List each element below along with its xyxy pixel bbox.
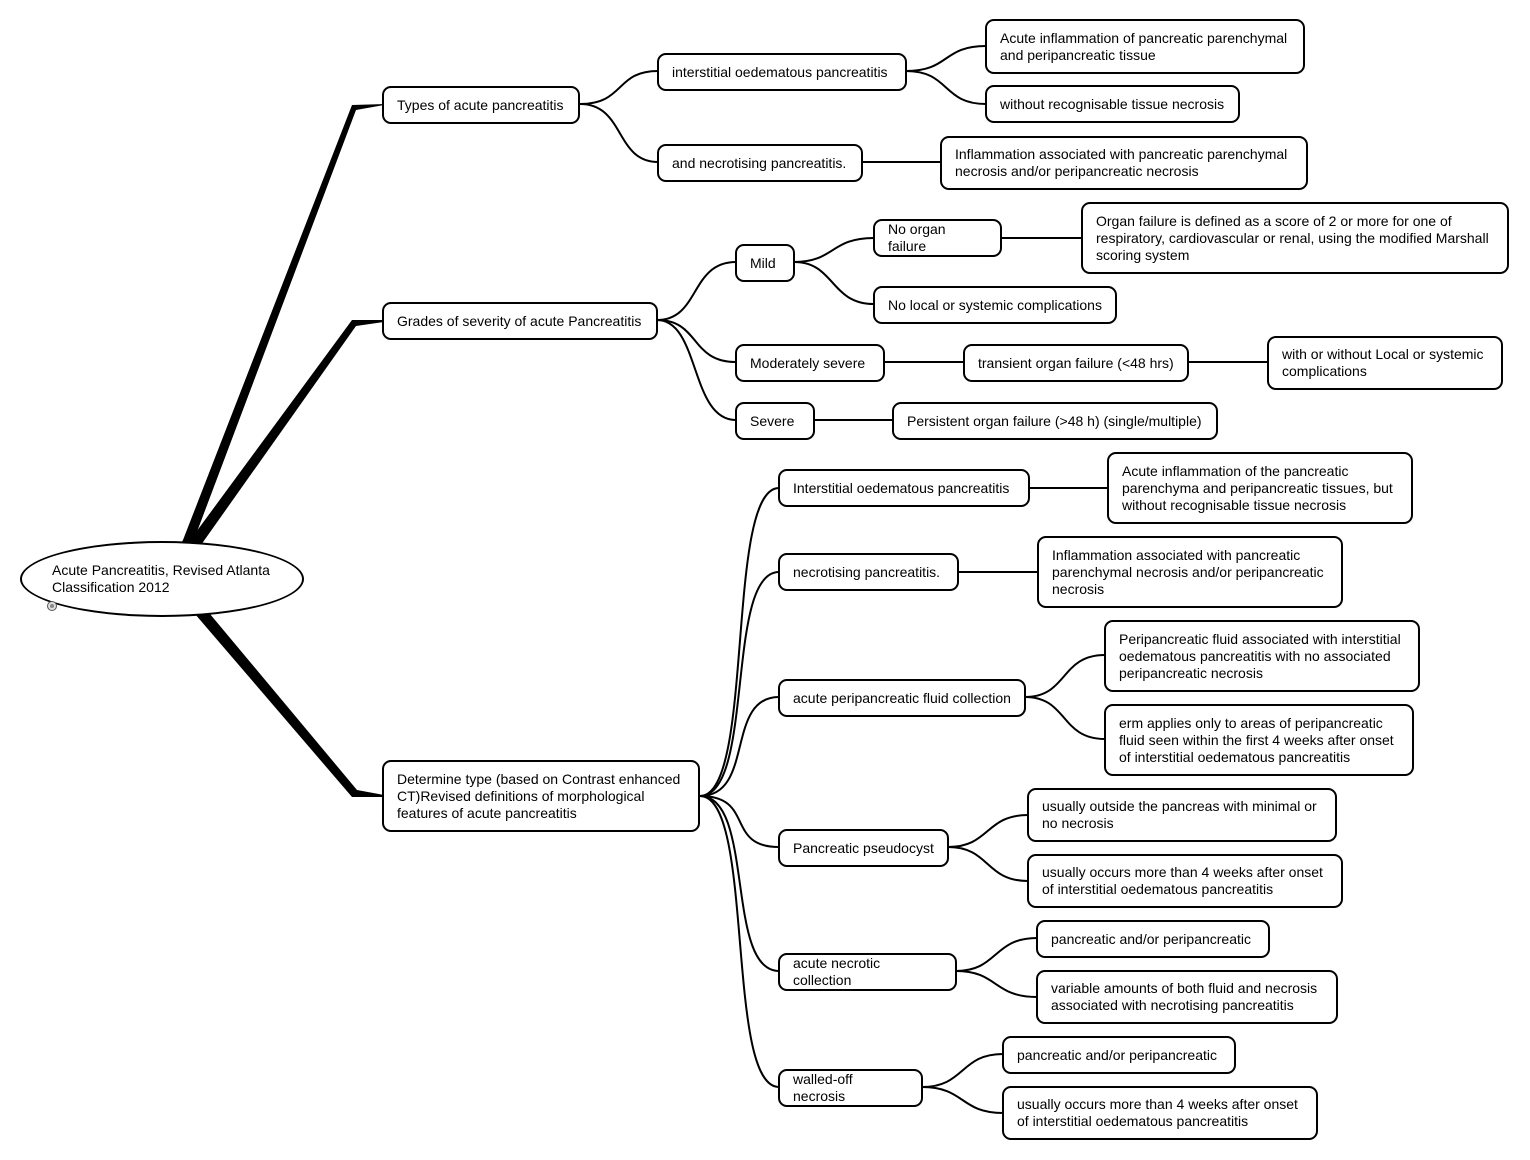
node-interstitial-desc2-text: without recognisable tissue necrosis [1000, 95, 1225, 112]
branch-root-grades [180, 320, 384, 555]
node-moderate-complications-text: with or without Local or systemic compli… [1282, 346, 1484, 379]
node-apfc[interactable]: acute peripancreatic fluid collection [778, 679, 1026, 717]
node-severe[interactable]: Severe [735, 402, 815, 440]
node-types[interactable]: Types of acute pancreatitis [382, 86, 580, 124]
link-interstitial-desc1 [905, 45, 987, 72]
branch-root-determine [195, 614, 384, 797]
link-grades-severe [656, 319, 737, 421]
node-interstitial-desc2[interactable]: without recognisable tissue necrosis [985, 85, 1240, 123]
node-anc-label: acute necrotic collection [793, 955, 881, 988]
link-determine-necrotising [699, 571, 780, 797]
node-won-desc2[interactable]: usually occurs more than 4 weeks after o… [1002, 1086, 1318, 1140]
node-mild-label: Mild [750, 254, 776, 271]
node-necrotising-desc[interactable]: Inflammation associated with pancreatic … [940, 136, 1308, 190]
node-interstitial-desc1-text: Acute inflammation of pancreatic parench… [1000, 29, 1288, 63]
node-won-desc2-text: usually occurs more than 4 weeks after o… [1017, 1096, 1298, 1129]
node-moderately-severe-label: Moderately severe [750, 354, 866, 371]
node-necrotising-ct[interactable]: necrotising pancreatitis. [778, 553, 959, 591]
node-types-label: Types of acute pancreatitis [397, 96, 564, 113]
branch-root-types [178, 104, 384, 548]
node-necrotising-desc-text: Inflammation associated with pancreatic … [955, 146, 1288, 179]
node-apfc-desc2-text: erm applies only to areas of peripancrea… [1119, 714, 1394, 765]
node-pseudocyst-desc2-text: usually occurs more than 4 weeks after o… [1042, 864, 1323, 897]
node-anc-desc2[interactable]: variable amounts of both fluid and necro… [1036, 970, 1338, 1024]
link-determine-apfc [699, 696, 780, 797]
node-determine-label: Determine type (based on Contrast enhanc… [397, 770, 681, 821]
link-pseudocyst-desc2 [947, 846, 1029, 882]
node-won[interactable]: walled-off necrosis [778, 1069, 923, 1107]
node-necrotising-ct-label: necrotising pancreatitis. [793, 563, 941, 580]
node-anc[interactable]: acute necrotic collection [778, 953, 957, 991]
node-anc-desc1[interactable]: pancreatic and/or peripancreatic [1036, 920, 1270, 958]
node-determine-type[interactable]: Determine type (based on Contrast enhanc… [382, 760, 700, 832]
link-types-interstitial [579, 70, 659, 105]
node-interstitial-desc1[interactable]: Acute inflammation of pancreatic parench… [985, 19, 1305, 74]
link-determine-interstitial [699, 487, 780, 797]
node-grades-label: Grades of severity of acute Pancreatitis [397, 312, 642, 329]
node-won-label: walled-off necrosis [793, 1071, 853, 1104]
node-pseudocyst-desc2[interactable]: usually occurs more than 4 weeks after o… [1027, 854, 1343, 908]
link-mild-no-organ-failure [793, 237, 875, 263]
node-anc-desc1-text: pancreatic and/or peripancreatic [1051, 930, 1252, 947]
link-types-necrotising [579, 103, 659, 163]
node-necrotising-ct-desc[interactable]: Inflammation associated with pancreatic … [1037, 536, 1343, 608]
node-anc-desc2-text: variable amounts of both fluid and necro… [1051, 980, 1318, 1013]
node-interstitial-ct-desc[interactable]: Acute inflammation of the pancreatic par… [1107, 452, 1413, 524]
node-moderate-complications[interactable]: with or without Local or systemic compli… [1267, 336, 1503, 390]
node-won-desc1[interactable]: pancreatic and/or peripancreatic [1002, 1036, 1236, 1074]
node-no-organ-failure[interactable]: No organ failure [873, 219, 1002, 257]
node-transient-label: transient organ failure (<48 hrs) [978, 354, 1174, 371]
node-transient-organ-failure[interactable]: transient organ failure (<48 hrs) [963, 344, 1189, 382]
node-apfc-desc1[interactable]: Peripancreatic fluid associated with int… [1104, 620, 1420, 692]
node-moderately-severe[interactable]: Moderately severe [735, 344, 885, 382]
link-grades-mild [656, 261, 737, 321]
link-anc-desc2 [955, 970, 1038, 998]
root-label: Acute Pancreatitis, Revised Atlanta Clas… [52, 562, 270, 595]
link-determine-won [699, 795, 780, 1088]
link-anc-desc1 [955, 937, 1038, 972]
root-node[interactable]: Acute Pancreatitis, Revised Atlanta Clas… [20, 541, 304, 617]
link-grades-moderate [656, 319, 737, 363]
node-apfc-label: acute peripancreatic fluid collection [793, 689, 1011, 706]
node-necrotising[interactable]: and necrotising pancreatitis. [657, 144, 863, 182]
node-no-complications-label: No local or systemic complications [888, 296, 1102, 313]
node-persistent-label: Persistent organ failure (>48 h) (single… [907, 412, 1202, 429]
node-interstitial-label: interstitial oedematous pancreatitis [672, 63, 888, 80]
link-apfc-desc2 [1024, 696, 1106, 740]
node-no-organ-failure-label: No organ failure [888, 221, 946, 254]
node-interstitial-oedematous-ct[interactable]: Interstitial oedematous pancreatitis [778, 469, 1030, 507]
link-apfc-desc1 [1024, 654, 1106, 698]
node-pseudocyst[interactable]: Pancreatic pseudocyst [778, 829, 949, 867]
link-won-desc1 [921, 1053, 1004, 1088]
note-icon[interactable] [47, 601, 57, 611]
node-necrotising-ct-desc-text: Inflammation associated with pancreatic … [1052, 546, 1324, 597]
node-pseudocyst-desc1[interactable]: usually outside the pancreas with minima… [1027, 788, 1337, 842]
link-pseudocyst-desc1 [947, 814, 1029, 848]
node-organ-failure-def[interactable]: Organ failure is defined as a score of 2… [1081, 202, 1509, 274]
node-organ-failure-def-text: Organ failure is defined as a score of 2… [1096, 212, 1489, 263]
node-severe-label: Severe [750, 412, 795, 429]
node-pseudocyst-label: Pancreatic pseudocyst [793, 839, 934, 856]
link-mild-no-complications [793, 261, 875, 305]
node-interstitial-ct-label: Interstitial oedematous pancreatitis [793, 479, 1010, 496]
node-persistent-organ-failure[interactable]: Persistent organ failure (>48 h) (single… [892, 402, 1218, 440]
node-won-desc1-text: pancreatic and/or peripancreatic [1017, 1046, 1218, 1063]
node-grades[interactable]: Grades of severity of acute Pancreatitis [382, 302, 658, 340]
node-interstitial-ct-desc-text: Acute inflammation of the pancreatic par… [1122, 462, 1393, 513]
node-apfc-desc2[interactable]: erm applies only to areas of peripancrea… [1104, 704, 1414, 776]
link-determine-pseudocyst [699, 795, 780, 848]
node-pseudocyst-desc1-text: usually outside the pancreas with minima… [1042, 798, 1317, 831]
link-won-desc2 [921, 1086, 1004, 1114]
node-no-complications[interactable]: No local or systemic complications [873, 286, 1117, 324]
node-apfc-desc1-text: Peripancreatic fluid associated with int… [1119, 630, 1401, 681]
link-determine-anc [699, 795, 780, 972]
node-mild[interactable]: Mild [735, 244, 795, 282]
node-interstitial-oedematous[interactable]: interstitial oedematous pancreatitis [657, 53, 907, 91]
link-interstitial-desc2 [905, 70, 987, 105]
node-necrotising-label: and necrotising pancreatitis. [672, 154, 847, 171]
